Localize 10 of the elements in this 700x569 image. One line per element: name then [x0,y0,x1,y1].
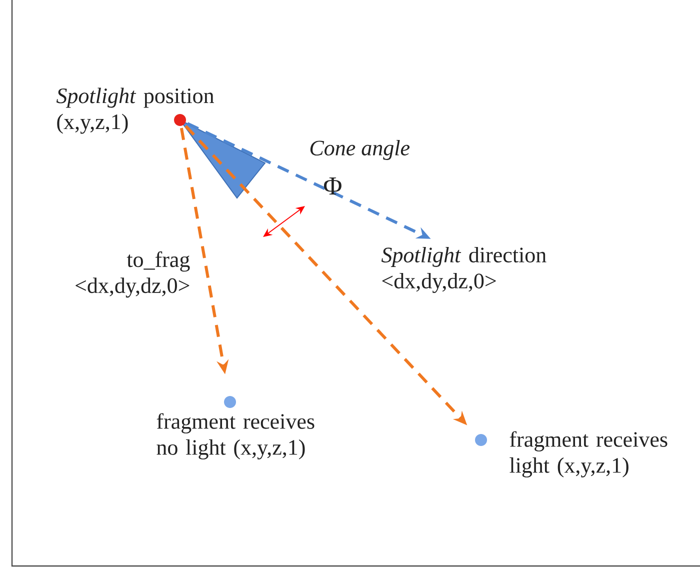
point-caption: Spotlight position (x,y,z,1) [56,88,214,134]
point-dot [224,396,236,408]
point-caption: fragment receives light (x,y,z,1) [510,431,668,478]
edge-label: to_frag <dx,dy,dz,0> [76,251,190,298]
angle-symbol: Φ [324,177,342,194]
annotation-text: Cone angle [310,140,410,160]
point-caption: fragment receives no light (x,y,z,1) [156,413,314,460]
light-source-dot [174,114,186,126]
text-label: Spotlight direction <dx,dy,dz,0> [381,247,546,293]
point-dot [475,434,487,446]
